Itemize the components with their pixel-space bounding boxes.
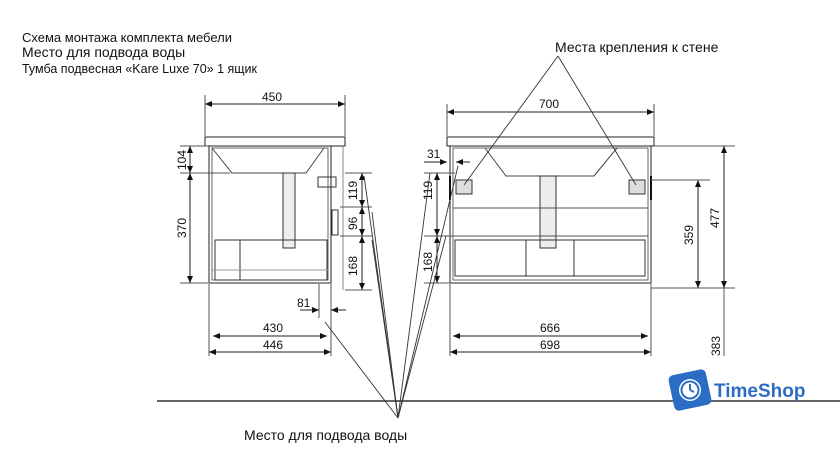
side-siphon — [282, 172, 296, 249]
front-cabinet-body — [449, 145, 652, 284]
dim-front-359: 359 — [682, 225, 696, 245]
water-inlet-callout: Место для подвода воды — [244, 427, 407, 443]
side-sink-basin — [211, 147, 325, 174]
front-wall-mount-left — [455, 179, 473, 195]
dim-side-446: 446 — [263, 338, 283, 352]
front-view — [424, 104, 735, 356]
product-name: Тумба подвесная «Kare Luxe 70» 1 ящик — [22, 62, 257, 76]
dim-front-168: 168 — [421, 252, 435, 272]
front-wall-mount-right — [628, 179, 646, 195]
dim-side-81: 81 — [297, 296, 311, 310]
dim-side-168: 168 — [346, 256, 360, 276]
dim-front-698: 698 — [540, 338, 560, 352]
side-countertop — [204, 136, 346, 147]
timeshop-logo: TimeShop — [668, 369, 806, 411]
dim-side-96: 96 — [346, 216, 360, 230]
clock-cart-icon — [668, 369, 712, 411]
side-drawer — [214, 239, 328, 281]
front-drawer — [454, 239, 646, 277]
diagram-title: Схема монтажа комплекта мебели — [22, 30, 232, 45]
dim-front-666: 666 — [540, 321, 560, 335]
front-sink-basin — [484, 147, 618, 177]
side-cabinet-body — [208, 145, 332, 284]
diagram-subtitle: Место для подвода воды — [22, 44, 186, 60]
dim-side-370: 370 — [175, 218, 189, 238]
wall-mount-callout: Места крепления к стене — [555, 39, 719, 55]
dim-front-383: 383 — [709, 336, 723, 356]
logo-brand-text: TimeShop — [714, 381, 806, 402]
dim-side-450: 450 — [262, 90, 282, 104]
dim-front-477: 477 — [708, 208, 722, 228]
dim-side-119: 119 — [346, 181, 360, 200]
front-siphon — [539, 175, 557, 249]
dim-side-104: 104 — [175, 150, 189, 170]
side-wall-hook — [317, 176, 337, 188]
front-countertop — [446, 136, 655, 147]
side-view — [180, 95, 372, 356]
callout-leaders — [324, 55, 637, 419]
dim-front-31: 31 — [427, 147, 441, 161]
dim-front-700: 700 — [539, 97, 559, 111]
dim-side-430: 430 — [263, 321, 283, 335]
